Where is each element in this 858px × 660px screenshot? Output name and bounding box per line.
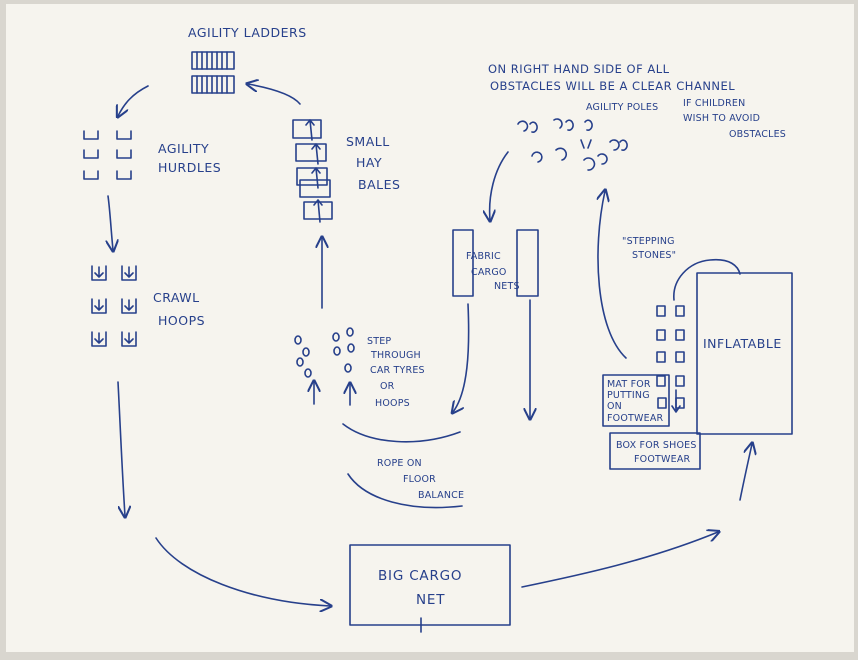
arrow-bales-to-ladders	[248, 84, 301, 105]
rope-on-floor-line-2	[347, 473, 463, 509]
stepping-stones-label-line-2: STONES"	[632, 250, 676, 261]
stepping-stones-path	[671, 258, 741, 413]
rope-label-line-1: ROPE ON	[377, 458, 422, 469]
arrow-hurdles-to-hoops	[108, 195, 113, 250]
note-line-2: OBSTACLES WILL BE A CLEAR CHANNEL	[490, 79, 735, 93]
mat-label-line-3: ON	[607, 401, 622, 412]
crawl-hoops-icon	[91, 265, 137, 347]
hay-bales-label-line-3: BALES	[358, 177, 400, 192]
agility-poles-label: AGILITY POLES	[586, 102, 658, 113]
big-cargo-net-box	[349, 544, 511, 626]
step-through-label-line-4: OR	[380, 381, 395, 392]
mat-label-line-2: PUTTING	[607, 390, 650, 401]
inflatable-box	[696, 272, 793, 435]
rope-label-line-3: BALANCE	[418, 490, 464, 501]
big-cargo-net-label-line-1: BIG CARGO	[378, 568, 462, 584]
mat-label-line-4: FOOTWEAR	[607, 413, 664, 424]
step-through-label-line-3: CAR TYRES	[370, 365, 425, 376]
note-line-1: ON RIGHT HAND SIDE OF ALL	[488, 62, 670, 76]
agility-hurdles-icon	[83, 130, 132, 180]
hay-bales-icon	[292, 119, 333, 223]
arrow-mat-to-poles	[598, 191, 627, 359]
note-line-3: IF CHILDREN	[683, 98, 745, 109]
mat-label-line-1: MAT FOR	[607, 379, 651, 390]
rope-label-line-2: FLOOR	[403, 474, 436, 485]
flow-arrows	[108, 84, 752, 606]
arrow-poles-to-nets	[490, 151, 509, 220]
arrow-to-big-cargo	[155, 537, 330, 606]
fabric-cargo-label-line-2: CARGO	[471, 267, 507, 278]
arrow-nets-left-down	[453, 303, 470, 412]
step-through-label-line-5: HOOPS	[375, 398, 410, 409]
shoe-box	[609, 432, 701, 470]
step-through-label-line-2: THROUGH	[370, 350, 421, 361]
hay-bales-label-line-1: SMALL	[346, 134, 390, 149]
hay-bales-label-line-2: HAY	[356, 155, 382, 170]
car-tyres-icon	[294, 327, 355, 378]
mat-box	[602, 374, 670, 427]
rope-on-floor-line	[342, 423, 461, 443]
step-through-label-line-1: STEP	[367, 336, 391, 347]
agility-ladders-icon	[191, 51, 235, 94]
agility-ladders-label: AGILITY LADDERS	[188, 25, 307, 40]
paper-sheet	[6, 4, 854, 652]
arrow-big-cargo-to-inflatable	[521, 532, 718, 588]
note-line-5: OBSTACLES	[729, 129, 786, 140]
agility-hurdles-label-line-1: AGILITY	[158, 141, 209, 156]
arrow-up-to-box	[739, 444, 752, 501]
arrow-hoops-down	[117, 381, 125, 516]
note-line-4: WISH TO AVOID	[683, 113, 760, 124]
stepping-stones-label-line-1: "STEPPING	[622, 236, 675, 247]
agility-poles-icon	[517, 118, 628, 171]
fabric-cargo-nets-icon	[452, 229, 539, 297]
big-cargo-net-label-line-2: NET	[416, 592, 445, 608]
crawl-hoops-label-line-1: CRAWL	[153, 290, 200, 305]
crawl-hoops-label-line-2: HOOPS	[158, 313, 205, 328]
box-label-line-2: FOOTWEAR	[634, 454, 691, 465]
fabric-cargo-label-line-1: FABRIC	[466, 251, 501, 262]
fabric-cargo-label-line-3: NETS	[494, 281, 520, 292]
inflatable-label: INFLATABLE	[703, 336, 782, 351]
box-label-line-1: BOX FOR SHOES	[616, 440, 697, 451]
arrow-ladders-to-hurdles	[118, 85, 149, 116]
agility-hurdles-label-line-2: HURDLES	[158, 160, 221, 175]
